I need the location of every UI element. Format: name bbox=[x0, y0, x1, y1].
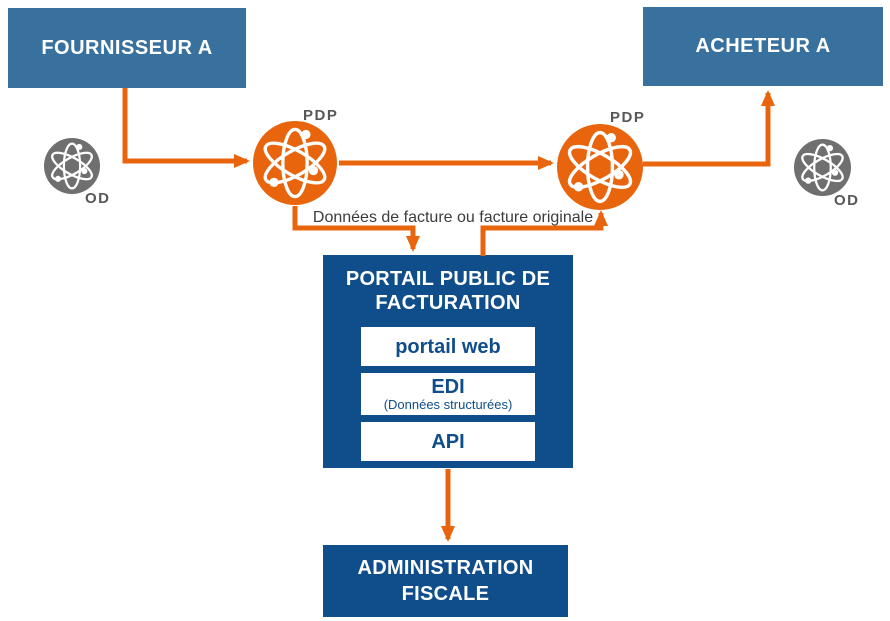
channel-edi-label: EDI bbox=[431, 376, 465, 399]
atom-icon bbox=[253, 121, 337, 205]
buyer-label: ACHETEUR A bbox=[695, 35, 831, 57]
portal-title: PORTAIL PUBLIC DE FACTURATION bbox=[346, 268, 550, 315]
tax-administration-line2: FISCALE bbox=[401, 583, 490, 605]
arrow-pdp-to-buyer bbox=[643, 90, 775, 167]
channel-portail-web-label: portail web bbox=[395, 335, 501, 358]
flow-annotation: Données de facture ou facture originale bbox=[312, 209, 594, 226]
portal-title-line1: PORTAIL PUBLIC DE bbox=[345, 268, 551, 290]
atom-icon bbox=[794, 139, 851, 196]
supplier-node: FOURNISSEUR A bbox=[8, 8, 246, 88]
pdp-right-label: PDP bbox=[610, 109, 646, 126]
public-invoicing-portal-node: PORTAIL PUBLIC DE FACTURATION portail we… bbox=[323, 255, 573, 468]
od-right-label: OD bbox=[834, 192, 860, 209]
tax-administration-node: ADMINISTRATION FISCALE bbox=[323, 545, 568, 617]
portal-title-line2: FACTURATION bbox=[375, 291, 521, 314]
channel-api: API bbox=[361, 422, 535, 462]
buyer-node: ACHETEUR A bbox=[643, 7, 883, 86]
pdp-left-label: PDP bbox=[303, 107, 339, 124]
supplier-label: FOURNISSEUR A bbox=[41, 36, 213, 59]
atom-icon bbox=[44, 138, 100, 194]
od-left-label: OD bbox=[85, 190, 111, 207]
channel-portail-web: portail web bbox=[361, 327, 535, 366]
channel-edi-sublabel: (Données structurées) bbox=[383, 397, 513, 413]
atom-icon bbox=[557, 124, 643, 210]
channel-api-label: API bbox=[431, 430, 465, 453]
tax-administration-line1: ADMINISTRATION bbox=[357, 557, 534, 579]
channel-edi: EDI (Données structurées) bbox=[361, 372, 535, 416]
arrow-supplier-to-pdp bbox=[122, 88, 250, 168]
